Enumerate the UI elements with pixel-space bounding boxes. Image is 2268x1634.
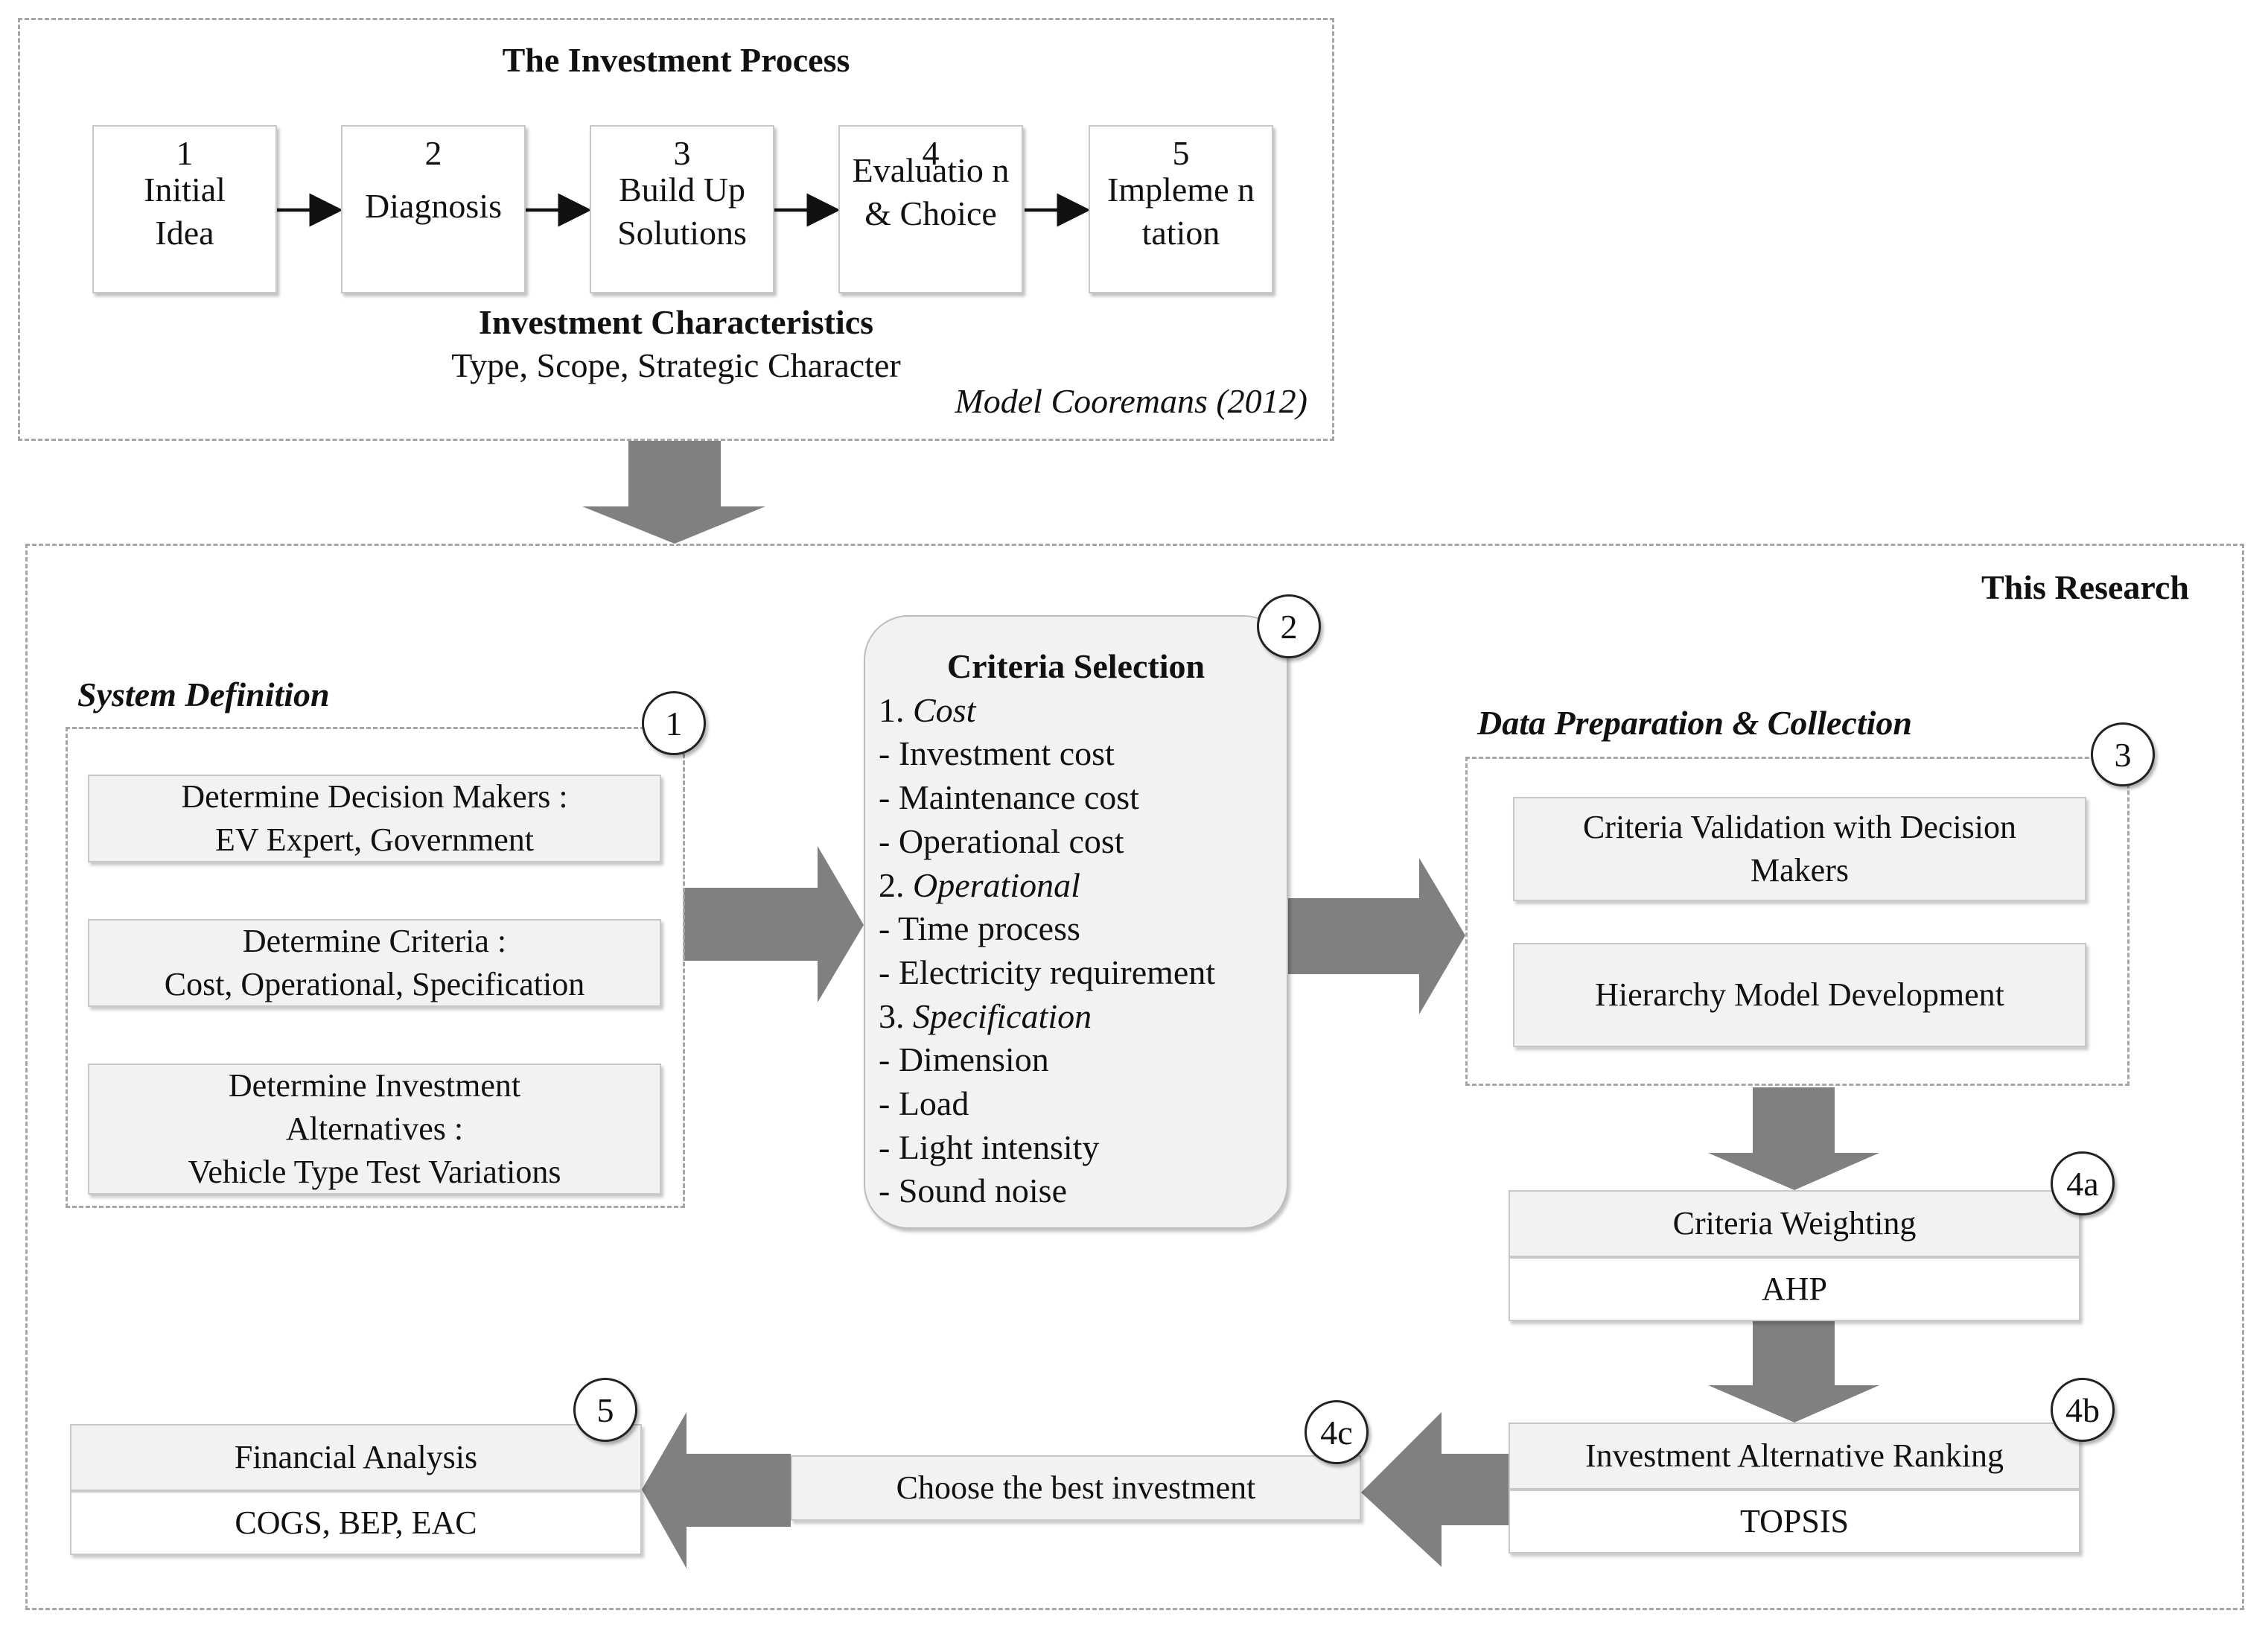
group-specification: 3. Specification xyxy=(879,996,1092,1035)
step-label: Build Up Solutions xyxy=(617,171,747,252)
alternative-ranking-method: TOPSIS xyxy=(1740,1503,1849,1539)
group-name: Specification xyxy=(913,996,1092,1035)
decision-makers-line1: Determine Decision Makers : xyxy=(181,778,568,815)
research-label: This Research xyxy=(1981,568,2189,606)
badge-4c: 4c xyxy=(1305,1400,1369,1464)
step-label: Evaluatio n & Choice xyxy=(852,151,1010,232)
alternatives-line2: Alternatives : xyxy=(285,1110,464,1147)
criteria-line1: Determine Criteria : xyxy=(242,923,507,959)
criterion-item: - Light intensity xyxy=(879,1128,1100,1166)
process-step-5: 5 Impleme ntation xyxy=(1089,125,1273,293)
arrow-criteria-to-data xyxy=(1287,858,1465,1014)
investment-process-title: The Investment Process xyxy=(502,41,850,79)
choose-best-box: Choose the best investment xyxy=(791,1455,1361,1521)
criterion-item: - Maintenance cost xyxy=(879,778,1139,817)
alternatives-line1: Determine Investment xyxy=(228,1067,521,1104)
criteria-selection-title: Criteria Selection xyxy=(946,647,1205,685)
criteria-weighting-title: Criteria Weighting xyxy=(1672,1205,1917,1242)
hierarchy-model-box: Hierarchy Model Development xyxy=(1513,943,2086,1047)
group-cost: 1. Cost xyxy=(879,690,976,729)
alternative-ranking-method-box: TOPSIS xyxy=(1509,1490,2080,1554)
process-step-3: 3 Build Up Solutions xyxy=(590,125,774,293)
step-number: 1 xyxy=(176,134,194,172)
arrow-system-to-criteria xyxy=(684,846,864,1002)
arrow-ranking-to-choose xyxy=(1361,1412,1509,1567)
criteria-box: Determine Criteria : Cost, Operational, … xyxy=(88,919,661,1007)
alternative-ranking-title: Investment Alternative Ranking xyxy=(1584,1437,2004,1474)
criterion-item: - Dimension xyxy=(879,1040,1049,1079)
arrow-weighting-to-ranking xyxy=(1708,1321,1879,1422)
group-name: Cost xyxy=(913,690,976,729)
arrow-choose-to-financial xyxy=(642,1412,791,1568)
badge-5: 5 xyxy=(573,1378,637,1442)
badge-4b: 4b xyxy=(2051,1378,2115,1442)
research-panel xyxy=(25,544,2244,1610)
group-operational: 2. Operational xyxy=(879,865,1080,904)
investment-process-panel xyxy=(18,18,1334,441)
hierarchy-line1: Hierarchy Model Development xyxy=(1595,976,2004,1013)
criteria-weighting-title-box: Criteria Weighting xyxy=(1509,1190,2080,1257)
criteria-validation-box: Criteria Validation with Decision Makers xyxy=(1513,797,2086,901)
decision-makers-line2: EV Expert, Government xyxy=(214,821,535,858)
badge-3: 3 xyxy=(2091,722,2155,786)
financial-analysis-method-box: COGS, BEP, EAC xyxy=(70,1491,642,1555)
criteria-weighting-method: AHP xyxy=(1761,1271,1828,1307)
validation-line2: Makers xyxy=(1751,852,1849,888)
financial-analysis-title: Financial Analysis xyxy=(234,1439,478,1475)
model-source: Model Cooremans (2012) xyxy=(955,382,1307,420)
criterion-item: - Sound noise xyxy=(879,1172,1067,1210)
badge-4a: 4a xyxy=(2051,1151,2115,1215)
alternatives-line3: Vehicle Type Test Variations xyxy=(188,1154,561,1190)
data-preparation-group xyxy=(1465,757,2130,1086)
criterion-item: - Operational cost xyxy=(879,821,1124,860)
step-number: 3 xyxy=(673,134,691,172)
investment-alternatives-box: Determine Investment Alternatives : Vehi… xyxy=(88,1064,661,1195)
validation-line1: Criteria Validation with Decision xyxy=(1582,809,2017,845)
badge-2: 2 xyxy=(1257,594,1321,658)
financial-analysis-method: COGS, BEP, EAC xyxy=(235,1504,477,1541)
criterion-item: - Electricity requirement xyxy=(879,953,1216,991)
step-number: 2 xyxy=(424,134,442,172)
step-label: Impleme ntation xyxy=(1107,171,1255,252)
arrow-data-to-weighting xyxy=(1708,1087,1879,1190)
criterion-item: - Investment cost xyxy=(879,734,1115,773)
investment-characteristics-title: Investment Characteristics xyxy=(478,303,874,341)
group-name: Operational xyxy=(913,865,1080,904)
step-number: 5 xyxy=(1172,134,1190,172)
process-step-1: 1 Initial Idea xyxy=(92,125,277,293)
financial-analysis-title-box: Financial Analysis xyxy=(70,1424,642,1491)
decision-makers-box: Determine Decision Makers : EV Expert, G… xyxy=(88,775,661,862)
down-arrow-to-research xyxy=(582,441,765,544)
criteria-selection-box: Criteria Selection 1. Cost - Investment … xyxy=(864,615,1288,1229)
system-definition-group xyxy=(66,727,685,1208)
investment-characteristics-text: Type, Scope, Strategic Character xyxy=(451,346,901,384)
system-definition-title: System Definition xyxy=(77,675,330,713)
step-label: Diagnosis xyxy=(365,187,502,225)
choose-best-title: Choose the best investment xyxy=(896,1469,1256,1506)
criteria-line2: Cost, Operational, Specification xyxy=(164,966,585,1002)
criterion-item: - Time process xyxy=(879,909,1080,948)
step-label: Initial Idea xyxy=(144,171,226,252)
alternative-ranking-title-box: Investment Alternative Ranking xyxy=(1509,1422,2080,1490)
data-preparation-title: Data Preparation & Collection xyxy=(1477,704,1912,742)
criterion-item: - Load xyxy=(879,1084,969,1123)
process-step-2: 2 Diagnosis xyxy=(341,125,526,293)
process-step-4: 4 Evaluatio n & Choice xyxy=(838,125,1023,293)
criteria-weighting-method-box: AHP xyxy=(1509,1257,2080,1321)
badge-1: 1 xyxy=(642,691,706,755)
